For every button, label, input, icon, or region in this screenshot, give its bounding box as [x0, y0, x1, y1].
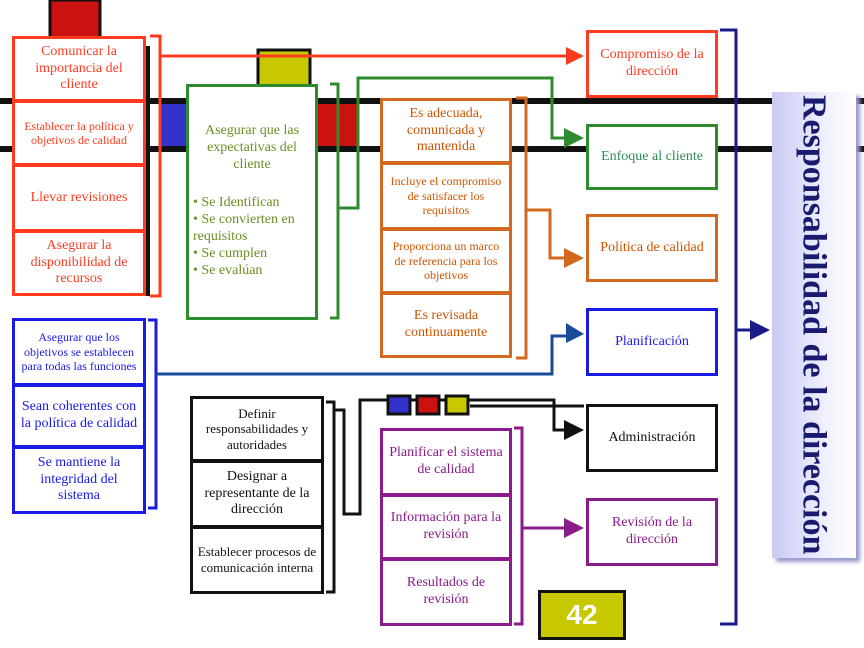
- page-number: 42: [538, 590, 626, 640]
- black-box-1: Definir responsabilidades y autoridades: [190, 396, 324, 462]
- purple-box-1: Planificar el sistema de calidad: [380, 428, 512, 496]
- expectation-bullet-1: • Se Identifican: [193, 195, 280, 211]
- output-planificacion: Planificación: [586, 308, 718, 376]
- expectations-box: Asegurar que las expectativas del client…: [186, 84, 318, 320]
- blue-box-3: Se mantiene la integridad del sistema: [12, 446, 146, 514]
- blue-box-2: Sean coherentes con la política de calid…: [12, 384, 146, 448]
- orange-box-3: Proporciona un marco de referencia para …: [380, 228, 512, 294]
- red-box-1: Comunicar la importancia del cliente: [12, 36, 146, 102]
- title-banner: Responsabilidad de la dirección: [772, 92, 856, 558]
- expectation-bullet-2: • Se convierten en requisitos: [193, 212, 295, 244]
- orange-box-1: Es adecuada, comunicada y mantenida: [380, 98, 512, 164]
- output-politica: Política de calidad: [586, 214, 718, 282]
- black-box-3: Establecer procesos de comunicación inte…: [190, 526, 324, 594]
- black-box-2: Designar a representante de la dirección: [190, 460, 324, 528]
- purple-box-3: Resultados de revisión: [380, 558, 512, 626]
- blue-box-1: Asegurar que los objetivos se establecen…: [12, 318, 146, 386]
- red-box-3: Llevar revisiones: [12, 164, 146, 232]
- output-enfoque: Enfoque al cliente: [586, 124, 718, 190]
- output-administracion: Administración: [586, 404, 718, 472]
- expectation-bullet-4: • Se evalúan: [193, 262, 263, 278]
- red-box-2: Establecer la política y objetivos de ca…: [12, 100, 146, 166]
- expectations-title: Asegurar que las expectativas del client…: [204, 123, 300, 172]
- banner-title: Responsabilidad de la dirección: [795, 95, 833, 555]
- orange-box-2: Incluye el compromiso de satisfacer los …: [380, 162, 512, 230]
- output-revision: Revisión de la dirección: [586, 498, 718, 566]
- purple-box-2: Información para la revisión: [380, 494, 512, 560]
- red-box-4: Asegurar la disponibilidad de recursos: [12, 230, 146, 296]
- orange-box-4: Es revisada continuamente: [380, 292, 512, 358]
- expectation-bullet-3: • Se cumplen: [193, 245, 268, 261]
- output-compromiso: Compromiso de la dirección: [586, 30, 718, 98]
